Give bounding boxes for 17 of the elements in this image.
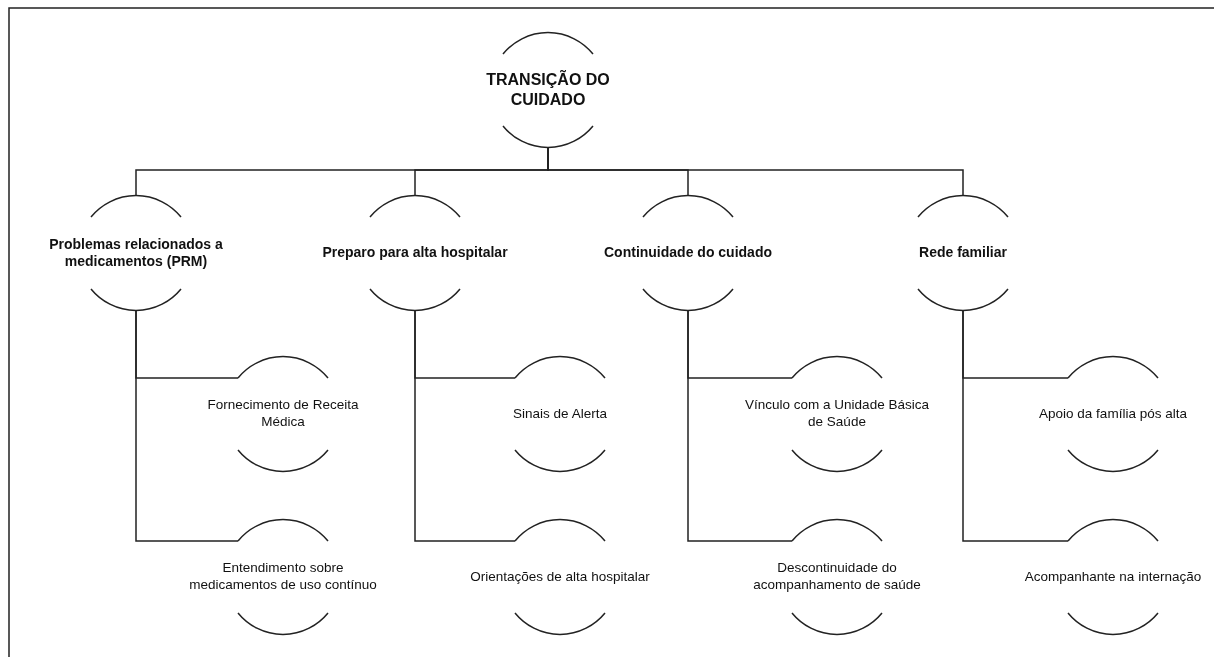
- category-label: Preparo para alta hospitalar: [322, 244, 508, 262]
- connector-line: [135, 309, 239, 542]
- subtopic-label: Descontinuidade do acompanhamento de saúde: [752, 560, 922, 594]
- subtopic-label: Acompanhante na internação: [1024, 568, 1202, 586]
- subtopic-label: Sinais de Alerta: [513, 405, 607, 423]
- subtopic-label: Apoio da família pós alta: [1039, 405, 1187, 423]
- subtopic-label: Orientações de alta hospitalar: [470, 568, 650, 586]
- subtopic-label: Entendimento sobre medicamentos de uso contínuo: [188, 560, 378, 594]
- connector-line: [687, 309, 793, 542]
- root-topic-label: TRANSIÇÃO DO CUIDADO: [485, 70, 611, 110]
- category-label: Rede familiar: [919, 244, 1007, 262]
- subtopic-label: Vínculo com a Unidade Básica de Saúde: [744, 397, 930, 431]
- subtopic-label: Fornecimento de Receita Médica: [206, 397, 360, 431]
- connector-line: [962, 309, 1069, 542]
- category-label: Problemas relacionados a medicamentos (PRM): [48, 235, 224, 271]
- category-label: Continuidade do cuidado: [604, 244, 772, 262]
- connector-line: [414, 309, 516, 542]
